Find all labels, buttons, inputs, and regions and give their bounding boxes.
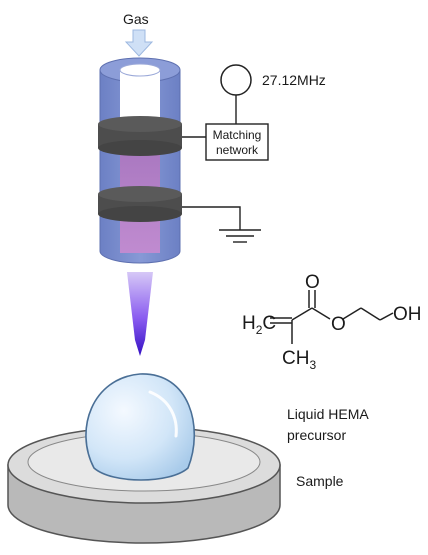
liquid-hema-label-line1: Liquid HEMA (287, 406, 369, 422)
plasma-tube (99, 57, 181, 264)
ester-oxygen-text: O (331, 314, 346, 335)
h2c-text: H2C (242, 313, 276, 337)
carbonyl-oxygen-text: O (305, 272, 320, 293)
frequency-label: 27.12MHz (262, 72, 326, 88)
rf-source-icon (220, 64, 252, 96)
matching-label-line2: network (216, 143, 259, 157)
ground-icon (219, 229, 261, 243)
liquid-droplet (85, 373, 196, 481)
liquid-hema-label-line2: precursor (287, 427, 346, 443)
hydroxyl-text: OH (393, 304, 422, 325)
matching-label-line1: Matching (213, 128, 262, 142)
sample-dish (7, 426, 281, 544)
matching-network-box (205, 123, 269, 161)
tube-inner-bore (119, 63, 161, 77)
ground-wire (182, 206, 241, 230)
sample-label: Sample (296, 473, 344, 489)
plasma-jet (127, 272, 153, 356)
lower-electrode (98, 186, 182, 222)
gas-label: Gas (123, 11, 149, 27)
upper-electrode (98, 116, 182, 156)
gas-arrow-icon (124, 29, 154, 57)
ch3-text: CH3 (282, 348, 316, 372)
hema-molecule (270, 290, 394, 344)
